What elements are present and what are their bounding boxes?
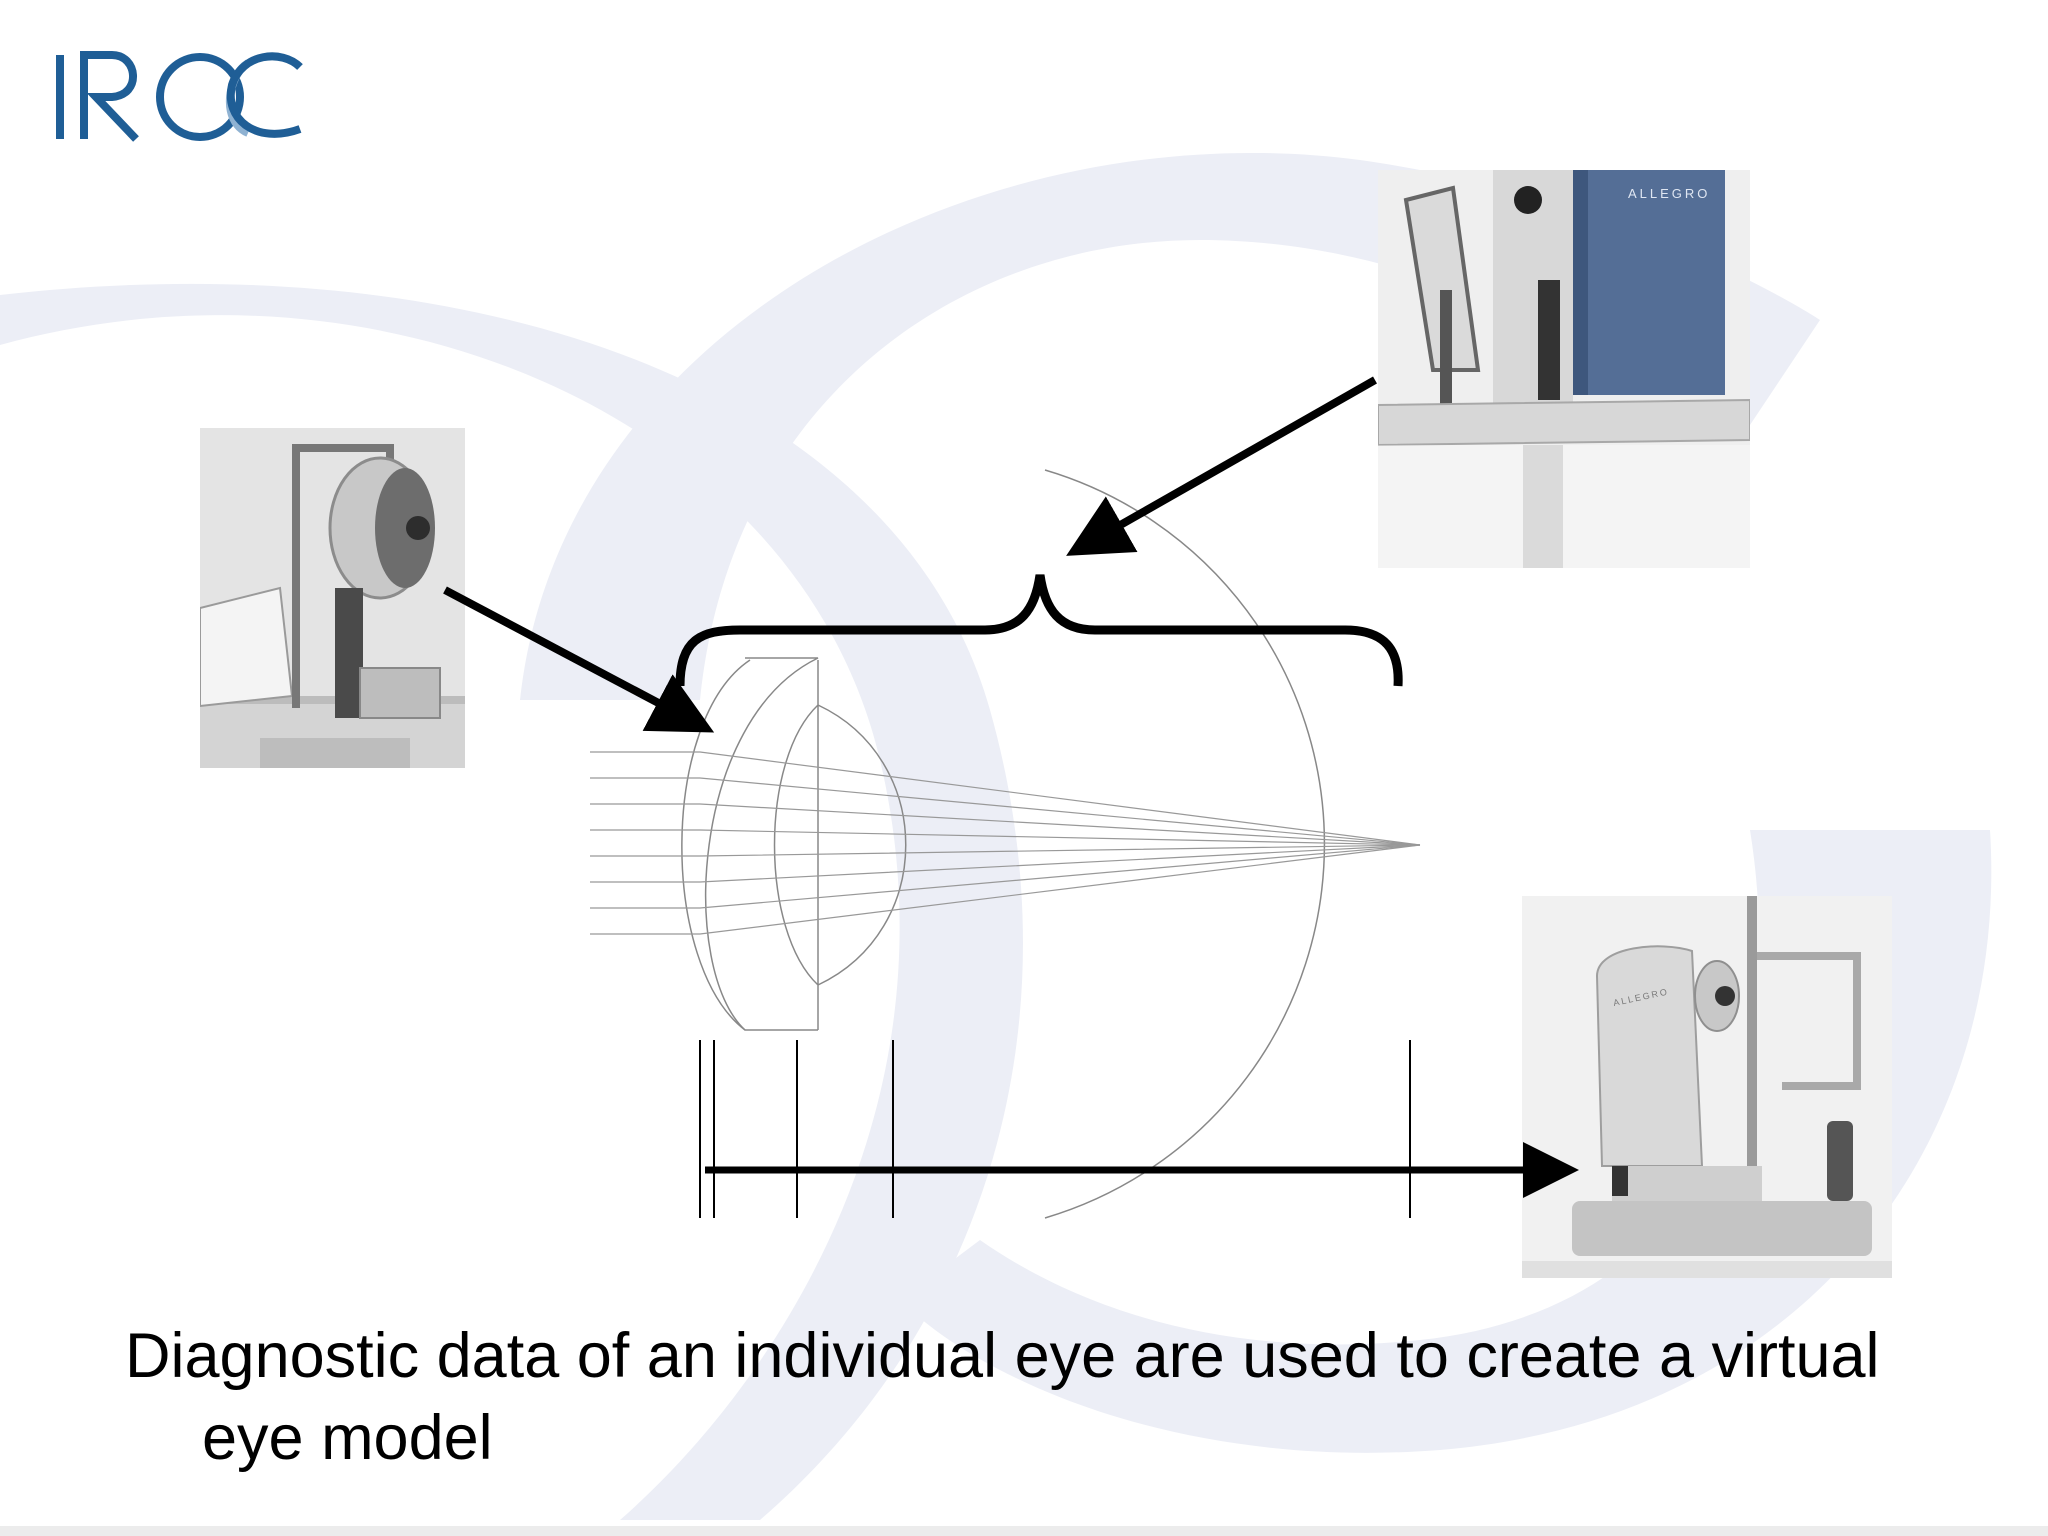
arrow-analyzer	[1066, 376, 1377, 556]
bottom-strip	[0, 1526, 2048, 1536]
slide-caption: Diagnostic data of an individual eye are…	[125, 1321, 1880, 1473]
curly-brace	[675, 574, 1403, 687]
cornea-back	[681, 659, 818, 1031]
light-rays	[590, 751, 1421, 935]
retina-arc	[1044, 469, 1326, 1219]
lens-outline	[773, 660, 907, 1030]
cornea-outline	[705, 657, 819, 1031]
axial-length-ticks	[699, 1040, 1411, 1218]
biometer-device-icon: ALLEGRO	[1522, 896, 1892, 1278]
arrow-topographer	[443, 586, 715, 733]
biometer-device-photo: ALLEGRO	[1522, 896, 1892, 1278]
device-brand-label: ALLEGRO	[1628, 186, 1710, 201]
analyzer-device-photo: ALLEGRO	[1378, 170, 1750, 568]
topography-device-photo	[200, 428, 465, 768]
iroc-logo	[56, 51, 303, 142]
topography-device-icon	[200, 428, 465, 768]
analyzer-device-icon: ALLEGRO	[1378, 170, 1750, 568]
